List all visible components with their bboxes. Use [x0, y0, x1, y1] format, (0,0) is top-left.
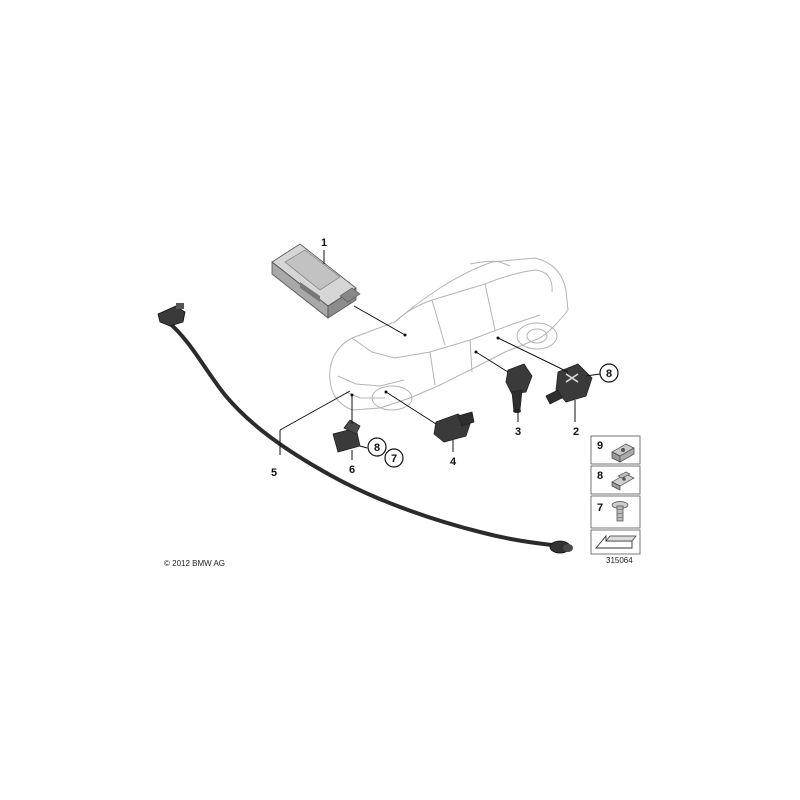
sensor-bracket-part-6 [332, 419, 361, 453]
callout-2: 2 [573, 426, 579, 438]
fastener-legend: 9 8 7 [590, 435, 641, 555]
sensor-cable-part-5 [157, 303, 573, 554]
legend-8: 8 [597, 470, 603, 482]
callout-1: 1 [321, 237, 327, 249]
callout-6: 6 [349, 464, 355, 476]
callout-circle-7 [384, 448, 404, 468]
spring-nut-icon [611, 471, 635, 491]
legend-9: 9 [597, 440, 603, 452]
screw-icon [611, 501, 629, 522]
callout-5: 5 [271, 467, 277, 479]
copyright-text: © 2012 BMW AG [164, 559, 225, 568]
callout-4: 4 [450, 456, 457, 468]
car-outline [329, 257, 569, 411]
control-module-part-1 [271, 243, 361, 319]
callout-8b: 8 [374, 442, 380, 454]
sensor-part-3 [505, 363, 533, 413]
callouts: 1 2 3 4 5 6 8 8 7 [271, 237, 619, 479]
callout-8a: 8 [606, 368, 612, 380]
legend-7: 7 [597, 502, 603, 514]
callout-circle-8b [367, 437, 387, 457]
callout-circle-8a [599, 363, 619, 383]
callout-7: 7 [391, 453, 397, 465]
leader-lines [279, 250, 601, 460]
callout-3: 3 [515, 426, 521, 438]
clip-nut-icon [611, 443, 635, 463]
sensor-part-2 [545, 363, 593, 405]
sensor-part-4 [433, 411, 475, 443]
arrow-icon [595, 534, 637, 549]
diagram-number: 315064 [606, 556, 633, 565]
